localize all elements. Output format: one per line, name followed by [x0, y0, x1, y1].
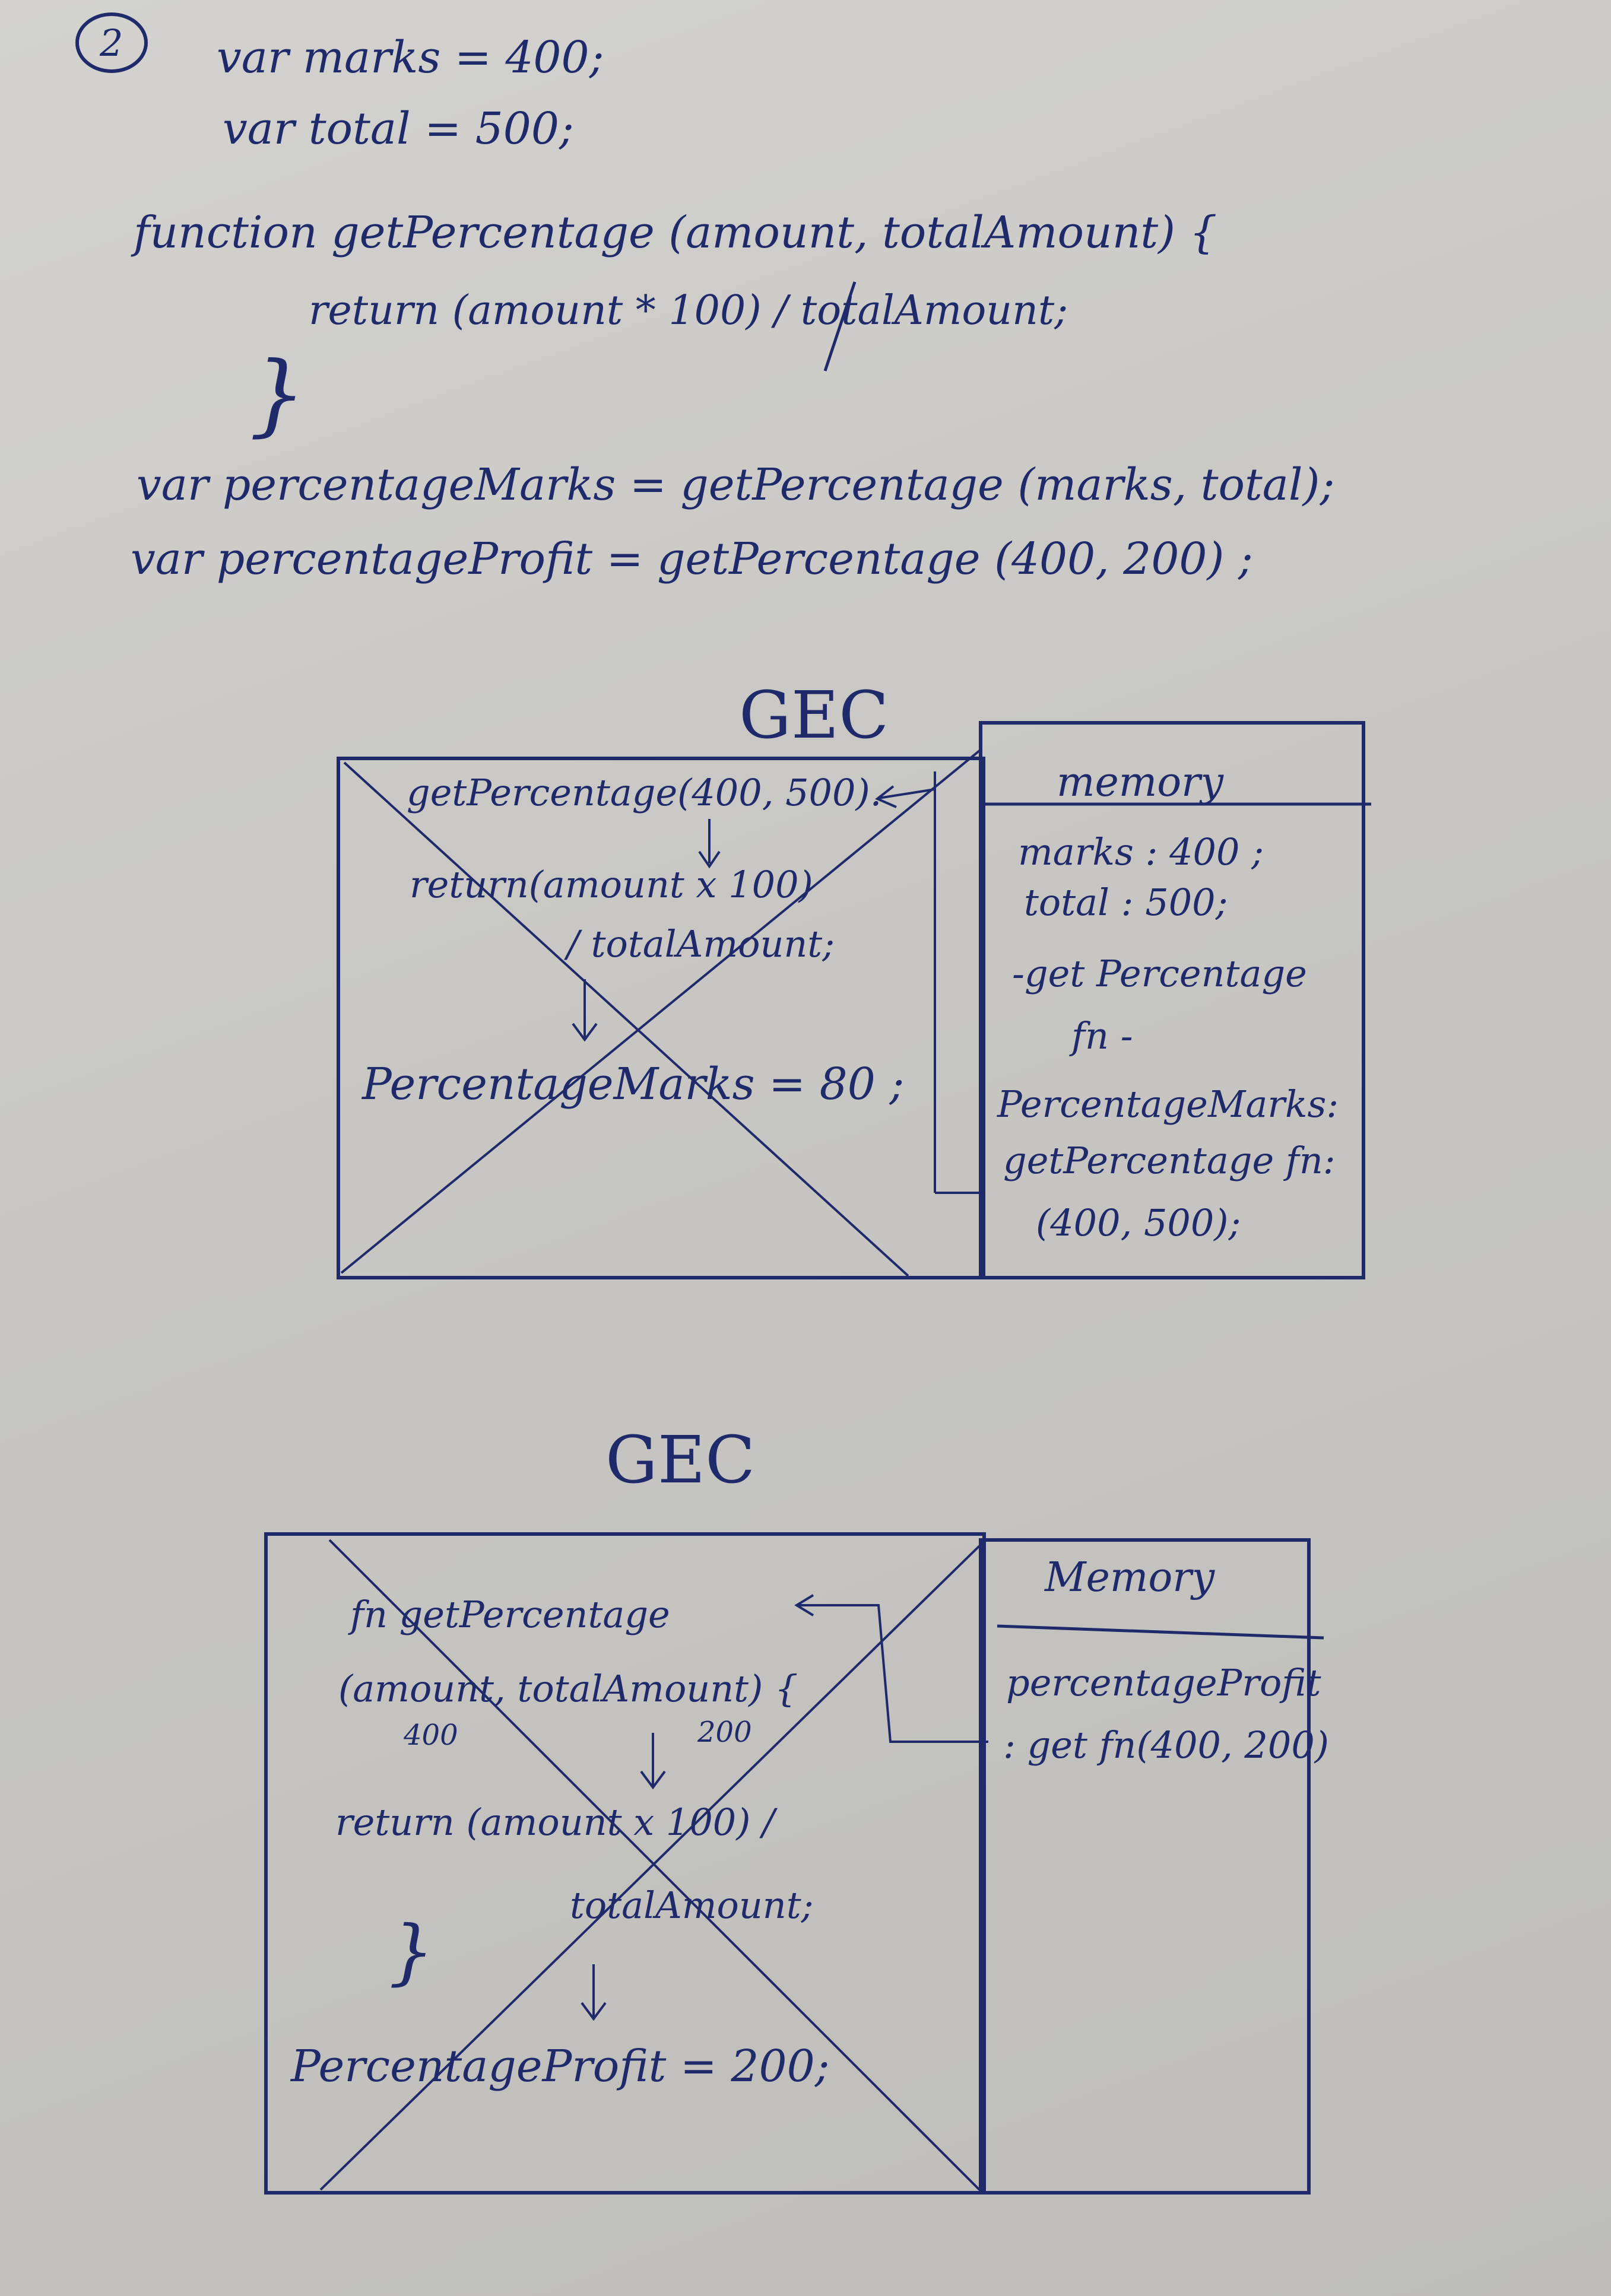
d2-exec-fn-name: fn getPercentage [350, 1593, 670, 1636]
code-function-close: } [249, 343, 306, 446]
note-number-circle [75, 12, 148, 73]
d2-link-arrow-head [794, 1594, 814, 1617]
d1-memory-args: (400, 500); [1036, 1201, 1241, 1244]
d2-exec-fn-params: (amount, totalAmount) { [338, 1667, 798, 1710]
d1-cross-a [343, 761, 909, 1277]
d2-arrow-1-head [640, 1770, 666, 1790]
d2-exec-brace-close: } [389, 1911, 435, 1993]
d2-memory-header: Memory [1045, 1554, 1215, 1601]
d1-memory-percentage-marks: PercentageMarks: [997, 1082, 1339, 1126]
d2-exec-return: return (amount x 100) / [335, 1800, 775, 1844]
code-call-profit: var percentageProfit = getPercentage (40… [131, 533, 1253, 585]
d1-memory-header: memory [1057, 759, 1224, 806]
d1-memory-fn-name: -get Percentage [1012, 952, 1307, 995]
d1-arrow-1-head [698, 850, 721, 869]
d1-memory-get-fn: getPercentage fn: [1003, 1139, 1336, 1182]
d2-memory-percentage-profit: percentageProfit [1006, 1661, 1321, 1704]
code-call-marks: var percentageMarks = getPercentage (mar… [137, 459, 1335, 510]
d1-cross-b [340, 750, 981, 1274]
note-number: 2 [100, 21, 123, 65]
d1-memory-marks: marks : 400 ; [1018, 830, 1264, 874]
d1-exec-result: PercentageMarks = 80 ; [362, 1059, 905, 1110]
code-return-line: return (amount * 100) / totalAmount; [309, 287, 1068, 334]
code-line-marks: var marks = 400; [217, 32, 604, 83]
d2-memory-separator [997, 1624, 1324, 1640]
d2-cross-b [319, 1545, 981, 2191]
d2-title: GEC [605, 1422, 756, 1498]
d1-exec-total-amount: / totalAmount; [567, 922, 835, 966]
d1-title: GEC [739, 677, 889, 753]
d1-exec-return: return(amount x 100) [410, 863, 813, 906]
d2-execution-box [264, 1532, 986, 2195]
d2-arrow-2-head [581, 2002, 607, 2021]
d2-exec-arg-200: 200 [697, 1716, 752, 1749]
division-slash [823, 281, 857, 371]
code-line-total: var total = 500; [223, 103, 574, 154]
d1-memory-fn-label: fn - [1071, 1014, 1133, 1058]
d1-arrow-3-head [875, 785, 897, 808]
d1-arrow-2-head [572, 1022, 598, 1042]
d2-memory-get-fn: : get fn(400, 200) [1003, 1723, 1329, 1767]
code-function-declaration: function getPercentage (amount, totalAmo… [134, 207, 1217, 258]
d1-memory-total: total : 500; [1024, 881, 1228, 924]
d1-exec-call: getPercentage(400, 500). [407, 771, 882, 814]
d2-exec-total-amount: totalAmount; [570, 1884, 814, 1927]
d1-execution-box [337, 757, 985, 1279]
d2-exec-result: PercentageProfit = 200; [291, 2041, 830, 2092]
d1-arrow-3 [878, 788, 935, 799]
d2-exec-arg-400: 400 [404, 1719, 458, 1752]
d1-memory-box [979, 721, 1365, 1279]
d2-link-arrow [798, 1604, 988, 1743]
d2-memory-box [979, 1538, 1311, 2195]
